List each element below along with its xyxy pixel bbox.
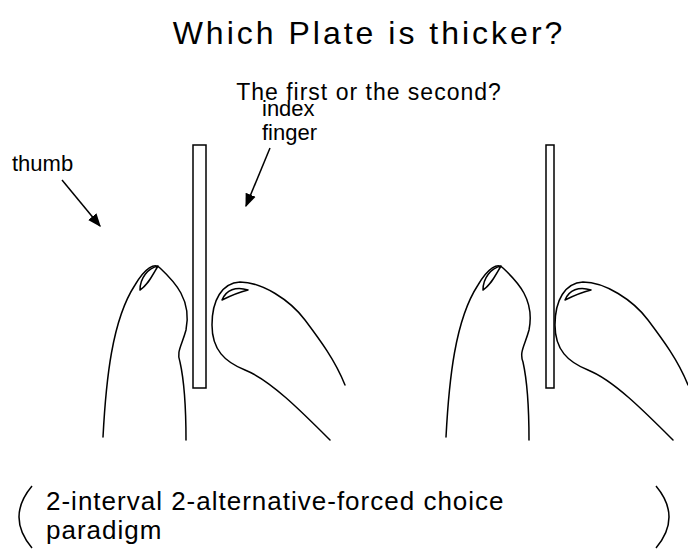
left-hand <box>103 266 345 440</box>
title: Which Plate is thicker? <box>0 16 688 51</box>
leader-arrow <box>62 180 100 226</box>
thin-plate <box>546 145 554 388</box>
part-label: index finger <box>262 97 337 145</box>
caption: 2-interval 2-alternative-forced choice p… <box>46 487 546 544</box>
part-label: thumb <box>12 152 102 176</box>
thick-plate <box>193 145 206 388</box>
leader-arrow <box>246 148 270 206</box>
bracket <box>19 486 32 548</box>
right-hand <box>446 266 688 440</box>
bracket <box>656 486 669 548</box>
subtitle: The first or the second? <box>0 80 688 105</box>
